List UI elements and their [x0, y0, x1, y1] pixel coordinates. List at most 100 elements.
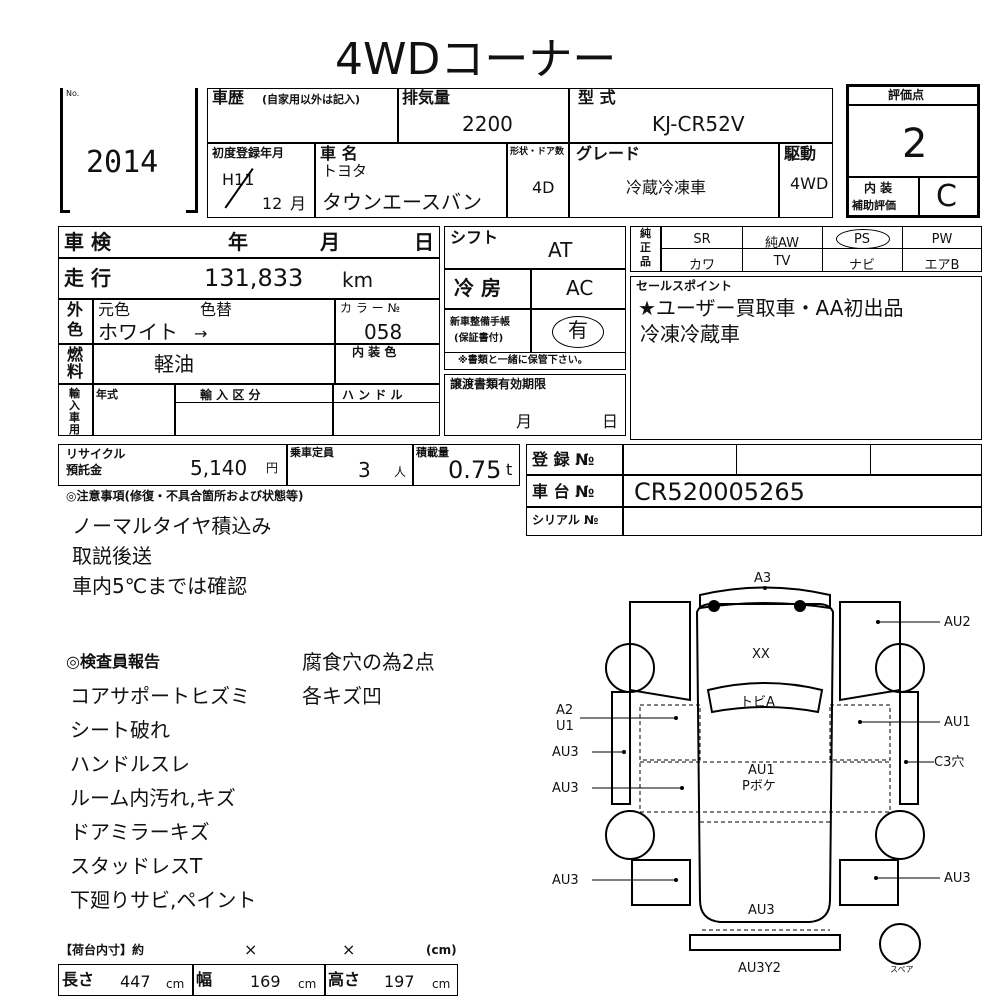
first-reg-month: 12 [262, 194, 283, 213]
options-side-1: 純 [640, 227, 651, 240]
option-sr: SR [693, 232, 711, 247]
option-ps: PS [853, 232, 871, 247]
diagram-left-mid-label: A2 [556, 703, 574, 718]
import-side-2: 入 [69, 399, 80, 412]
option-pw: PW [931, 232, 953, 247]
options-side-3: 品 [640, 255, 651, 268]
cargo-length-label: 長さ [62, 970, 95, 989]
option-airbag: エアB [924, 258, 960, 273]
manual-value: 有 [568, 318, 588, 342]
options-side-2: 正 [640, 241, 651, 254]
displacement-value: 2200 [462, 112, 513, 136]
inspection-label: 車 検 [64, 230, 111, 254]
inspection-year: 年 [228, 230, 248, 254]
transfer-block [444, 374, 626, 436]
note-line-1: ノーマルタイヤ積込み [72, 514, 272, 538]
color-original: ホワイト [98, 320, 178, 344]
color-side-1: 外 [67, 300, 84, 319]
doors-label: 形状・ドア数 [510, 147, 565, 157]
history-note: (自家用以外は記入) [262, 93, 361, 106]
shift-value: AT [548, 238, 573, 262]
option-tv: TV [773, 254, 791, 269]
note-line-2: 取説後送 [72, 544, 152, 568]
cargo-height-label: 高さ [328, 970, 361, 989]
car-maker: トヨタ [322, 162, 368, 180]
model-label: 型 式 [578, 88, 616, 107]
import-year-label: 年式 [96, 388, 118, 401]
inspection-month: 月 [320, 230, 340, 254]
inspector-header: ◎検査員報告 [66, 652, 160, 671]
diagram-right-rear-label: AU3 [944, 871, 971, 886]
inspector-line-6: スタッドレスT [70, 854, 203, 878]
diagram-left-door-label: AU3 [552, 781, 579, 796]
ac-label: 冷 房 [454, 276, 501, 300]
first-reg-month-unit: 月 [290, 194, 307, 213]
color-side-2: 色 [67, 320, 84, 339]
car-name: タウンエースバン [322, 190, 482, 214]
lot-no-label: No. [66, 89, 80, 98]
capacity-label: 乗車定員 [290, 446, 334, 459]
shift-label: シフト [450, 228, 499, 247]
diagram-center-2-label: Pボケ [742, 779, 776, 794]
manual-label-2: (保証書付) [454, 333, 504, 344]
interior-label-2: 補助評価 [852, 199, 896, 212]
note-line-3: 車内5℃までは確認 [72, 574, 248, 598]
inspector-line-1: コアサポートヒズミ [70, 684, 250, 708]
interior-label-1: 内 装 [864, 181, 893, 195]
lot-number: 2014 [86, 145, 159, 180]
first-reg-label: 初度登録年月 [212, 146, 285, 160]
diagram-right-lower-label: C3穴 [934, 755, 965, 770]
transfer-month: 月 [516, 412, 533, 431]
chassis-label: 車 台 № [532, 482, 595, 501]
cargo-width-unit: cm [298, 977, 317, 991]
interior-value: C [936, 179, 957, 214]
diagram-bumper-label: AU3Y2 [738, 961, 781, 976]
option-leather: カワ [688, 258, 715, 273]
import-category-label: 輸 入 区 分 [200, 388, 261, 402]
options-grid [630, 226, 982, 272]
cargo-header: 【荷台内寸】約 [60, 943, 145, 957]
cargo-length: 447 [120, 972, 151, 991]
model-value: KJ-CR52V [652, 112, 745, 136]
manual-label-1: 新車整備手帳 [450, 317, 510, 328]
fuel-value: 軽油 [154, 352, 194, 376]
mileage-label: 走 行 [64, 266, 111, 290]
inspector-line-4: ルーム内汚れ,キズ [70, 786, 236, 810]
option-navi: ナビ [848, 258, 875, 273]
inspector-line-7: 下廻りサビ,ペイント [70, 888, 257, 912]
cargo-times-2: × [342, 940, 356, 959]
mileage-unit: km [342, 268, 374, 292]
reg-label: 登 録 № [532, 450, 595, 469]
cargo-height-unit: cm [432, 977, 451, 991]
score-label: 評価点 [888, 88, 925, 102]
inspection-day: 日 [414, 230, 434, 254]
inspector-line-3: ハンドルスレ [70, 752, 190, 776]
history-label: 車歴 [212, 88, 245, 107]
cargo-width-label: 幅 [196, 970, 213, 989]
chassis-number: CR520005265 [634, 478, 805, 506]
recycle-unit: 円 [266, 461, 279, 475]
diagram-center-1-label: AU1 [748, 763, 775, 778]
cargo-length-unit: cm [166, 977, 185, 991]
import-side-4: 用 [69, 423, 80, 436]
cargo-width: 169 [250, 972, 281, 991]
cargo-height: 197 [384, 972, 415, 991]
diagram-rear-label: AU3 [748, 903, 775, 918]
color-change-label: 色替 [200, 300, 233, 319]
import-side-3: 車 [69, 411, 80, 424]
serial-label: シリアル № [532, 513, 599, 527]
cargo-dimensions [58, 964, 458, 996]
color-original-label: 元色 [98, 300, 131, 319]
capacity-value: 3 [358, 458, 371, 482]
fuel-side-2: 料 [67, 362, 84, 381]
diagram-spare-label: スペア [890, 965, 914, 974]
load-label: 積載量 [416, 446, 449, 459]
diagram-front-label: A3 [754, 571, 772, 586]
selling-points-block [630, 276, 982, 440]
load-unit: t [506, 460, 513, 479]
inspector-line-5: ドアミラーキズ [70, 820, 210, 844]
ac-value: AC [566, 276, 594, 300]
inspector-line-2: シート破れ [70, 718, 170, 742]
car-name-label: 車 名 [320, 144, 358, 163]
